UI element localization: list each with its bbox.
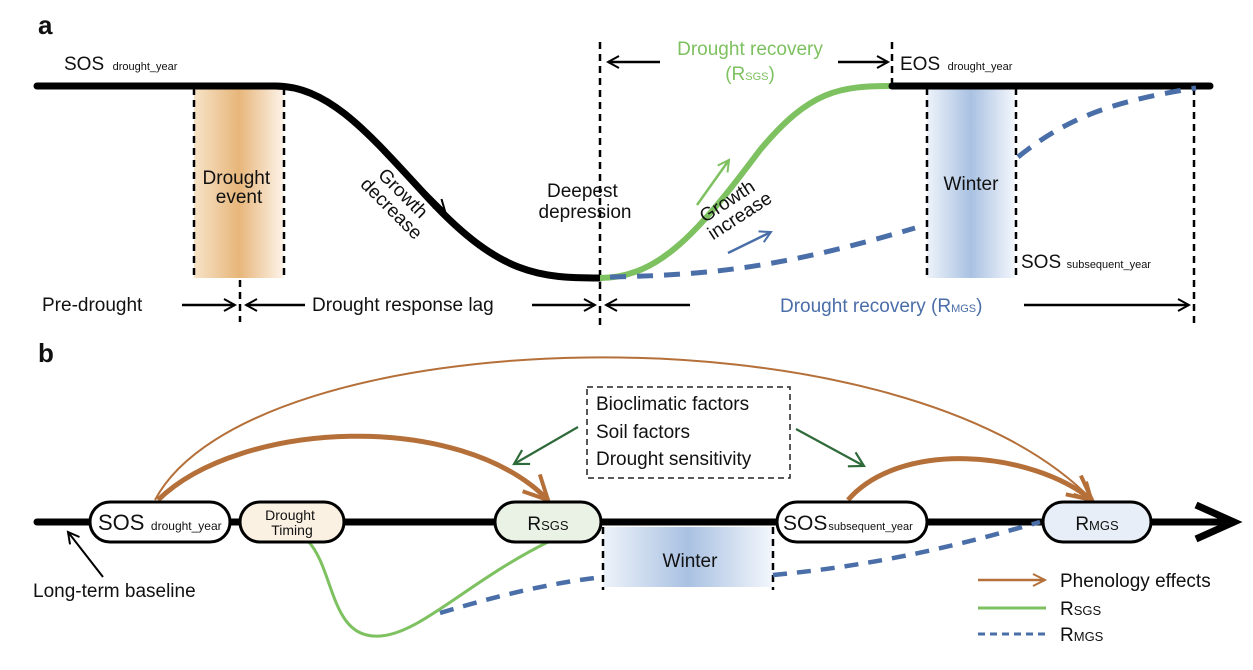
rsgs-recovery-title: Drought recovery bbox=[677, 39, 823, 60]
rmgs-curve-b-1 bbox=[439, 574, 604, 616]
rsgs-recovery-symbol: (RSGS) bbox=[725, 64, 775, 85]
timeline-arrowhead-icon bbox=[1194, 501, 1243, 543]
rmgs-curve-b-2 bbox=[772, 519, 1041, 578]
panel-b-label: b bbox=[38, 338, 54, 368]
node-sos-drought-year[interactable]: SOS drought_year bbox=[88, 500, 232, 544]
rmgs-recovery-label: Drought recovery (RMGS) bbox=[780, 296, 982, 317]
legend-phenology-label: Phenology effects bbox=[1060, 571, 1211, 592]
phenology-arc-sos-to-rsgs bbox=[156, 433, 548, 500]
winter-label-b: Winter bbox=[663, 551, 719, 572]
rmgs-recovery-curve-2 bbox=[1016, 85, 1197, 159]
node-r-mgs[interactable]: RMGS bbox=[1041, 500, 1153, 544]
factor-drought-sensitivity: Drought sensitivity bbox=[596, 449, 752, 470]
legend-rsgs-label: RSGS bbox=[1060, 599, 1102, 620]
node-drought-timing[interactable]: Drought Timing bbox=[238, 500, 346, 544]
node-sos-subsequent-year[interactable]: SOSsubsequent_year bbox=[775, 500, 929, 544]
growth-decrease-label: Growth decrease bbox=[356, 161, 440, 245]
svg-text:SOSsubsequent_year: SOSsubsequent_year bbox=[783, 512, 913, 535]
growth-increase-arrow-green bbox=[695, 160, 729, 206]
baseline-arrow bbox=[68, 532, 104, 578]
eos-drought-year-label: EOS drought_year bbox=[900, 54, 1013, 75]
panel-a-label: a bbox=[38, 10, 53, 40]
svg-text:RMGS: RMGS bbox=[1075, 514, 1119, 535]
growth-decrease-arrow bbox=[400, 166, 445, 211]
drought-event-label: Drought event bbox=[203, 168, 276, 208]
growth-increase-arrow-blue bbox=[727, 232, 771, 255]
baseline-label: Long-term baseline bbox=[33, 581, 196, 602]
rsgs-curve-b bbox=[306, 539, 551, 638]
sos-drought-year-label-a: SOS drought_year bbox=[64, 54, 178, 75]
winter-label-a: Winter bbox=[944, 174, 1000, 195]
rmgs-recovery-curve-1 bbox=[609, 225, 916, 280]
pre-drought-label: Pre-drought bbox=[42, 295, 143, 316]
winter-band bbox=[927, 88, 1015, 278]
node-r-sgs[interactable]: RSGS bbox=[493, 500, 603, 544]
factor-bioclimatic: Bioclimatic factors bbox=[596, 394, 749, 415]
response-lag-label: Drought response lag bbox=[312, 295, 494, 316]
phenology-arc-sos-to-rmgs bbox=[154, 356, 1094, 502]
drought-event-band bbox=[194, 88, 284, 278]
svg-text:RSGS: RSGS bbox=[527, 514, 569, 535]
factors-arrow-to-sos-sub bbox=[795, 428, 866, 468]
panel-b: b Winter Bioclimatic factors Soil factor… bbox=[33, 338, 1243, 646]
winter-band-b bbox=[603, 527, 773, 587]
panel-a: a Drought event Winter Growth de bbox=[33, 10, 1214, 326]
phenology-arc-sos-sub-to-rmgs bbox=[846, 456, 1092, 500]
svg-text:SOS drought_year: SOS drought_year bbox=[98, 510, 222, 535]
legend-rmgs-label: RMGS bbox=[1060, 625, 1104, 646]
deepest-depression-label: Deepest depression bbox=[539, 181, 632, 223]
legend: Phenology effects RSGS RMGS bbox=[978, 571, 1211, 646]
ndvi-curve-decline bbox=[33, 82, 604, 282]
factors-box bbox=[586, 386, 791, 479]
factor-soil: Soil factors bbox=[596, 422, 690, 443]
sos-subsequent-year-label-a: SOS subsequent_year bbox=[1021, 252, 1151, 273]
svg-text:Drought Timing: Drought Timing bbox=[265, 507, 319, 538]
rsgs-recovery-curve bbox=[599, 83, 893, 281]
factors-arrow-to-rsgs bbox=[512, 426, 579, 466]
